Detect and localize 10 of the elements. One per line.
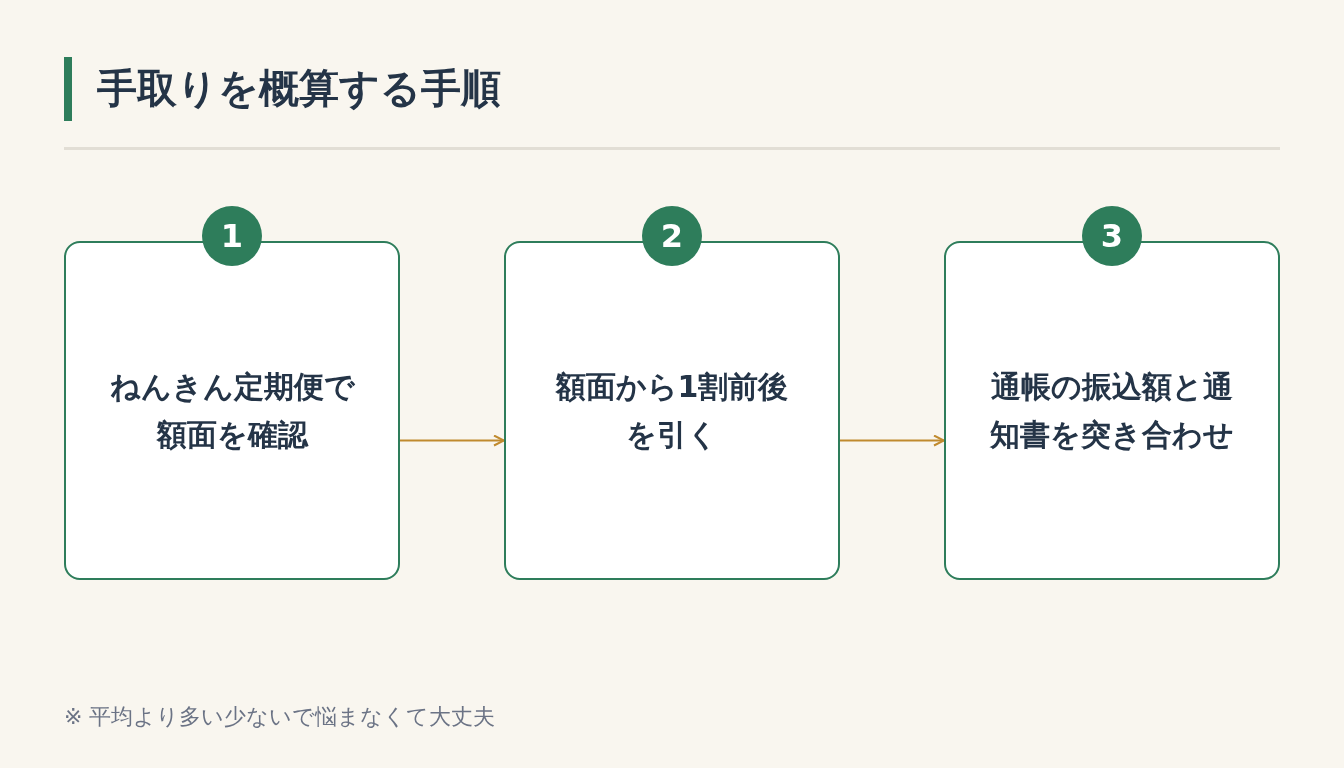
step-text: 通帳の振込額と通知書を突き合わせ [989, 367, 1235, 454]
arrow [399, 434, 505, 447]
step-number-badge: 2 [642, 206, 702, 266]
step-text: ねんきん定期便で額面を確認 [108, 367, 356, 454]
step-number-badge: 1 [202, 206, 262, 266]
title: 手取りを概算する手順 [97, 64, 501, 113]
arrow [839, 434, 945, 447]
step-text: 額面から1割前後を引く [554, 367, 790, 454]
step-number-badge: 3 [1082, 206, 1142, 266]
footnote: ※ 平均より多い少ないで悩まなくて大丈夫 [64, 703, 496, 731]
